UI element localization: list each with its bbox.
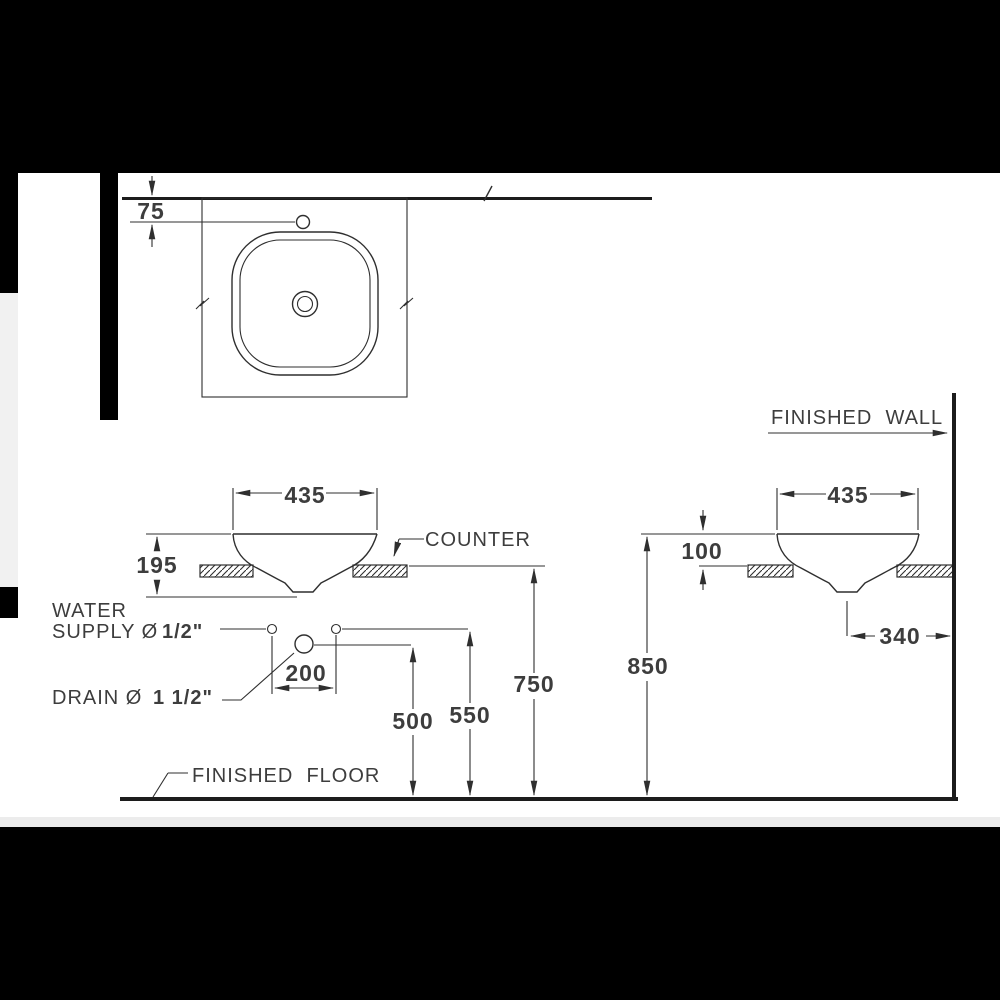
dim-faucet-offset-75: 75 xyxy=(130,176,295,247)
counter-hatch-right-a xyxy=(747,564,794,578)
finished-floor-label: FINISHED FLOOR xyxy=(192,765,380,787)
water-supply-size: 1/2" xyxy=(162,621,203,643)
water-supply-label-2: SUPPLY Ø xyxy=(52,621,158,643)
bottom-black-band xyxy=(0,827,1000,1000)
drain-label: DRAIN Ø xyxy=(52,687,142,709)
drain-leader xyxy=(222,652,295,701)
drain-hole xyxy=(294,634,314,654)
plan-view: 75 xyxy=(122,176,652,398)
leader-arrow xyxy=(393,538,402,558)
counter-label-group: COUNTER xyxy=(393,529,531,558)
counter-hatch-left-a xyxy=(199,564,254,578)
dim-value-75: 75 xyxy=(137,198,165,224)
dim-value-750: 750 xyxy=(513,671,554,697)
dim-value-100: 100 xyxy=(681,538,722,564)
finished-wall-group: FINISHED WALL xyxy=(768,407,949,437)
drain-size: 1 1/2" xyxy=(153,687,213,709)
left-strip-inset[interactable] xyxy=(0,293,18,587)
supply-hole-left xyxy=(266,623,278,635)
dim-value-195: 195 xyxy=(136,552,177,578)
plan-counter-outline xyxy=(201,197,408,398)
dim-value-200: 200 xyxy=(285,660,326,686)
dim-rim-above-counter-100: 100 xyxy=(681,510,722,590)
dim-rim-height-850: 850 xyxy=(627,533,775,797)
plan-basin-inner xyxy=(239,239,371,368)
rough-in-points xyxy=(220,623,468,701)
finished-wall-label: FINISHED WALL xyxy=(771,407,943,429)
basin-bowl-left xyxy=(232,533,378,593)
plan-faucet-hole xyxy=(295,214,311,230)
dim-counter-height-750: 750 xyxy=(513,567,554,797)
dim-value-500: 500 xyxy=(392,708,433,734)
bottom-divider xyxy=(0,817,1000,827)
elevation-right: FINISHED WALL 435 100 xyxy=(627,393,956,801)
dim-drain-height-500: 500 xyxy=(392,646,433,797)
dim-supply-spacing-200: 200 xyxy=(271,635,337,694)
basin-bowl-right xyxy=(776,533,920,593)
dim-basin-width-right-435: 435 xyxy=(776,482,919,530)
supply-hole-right xyxy=(330,623,342,635)
dim-basin-height-195: 195 xyxy=(136,533,297,598)
dim-drain-to-wall-340: 340 xyxy=(849,623,952,649)
dim-value-550: 550 xyxy=(449,702,490,728)
dim-value-850: 850 xyxy=(627,653,668,679)
wall-line xyxy=(952,393,956,801)
elevation-left: 435 195 COUNTER xyxy=(52,482,554,798)
counter-hatch-right-b xyxy=(896,564,954,578)
wall-break-tick xyxy=(483,185,493,202)
floor-line xyxy=(120,797,958,801)
drawing-left-edge-bar xyxy=(100,173,118,420)
break-mark-right xyxy=(399,297,414,310)
counter-hatch-left-b xyxy=(352,564,408,578)
break-mark-left xyxy=(195,297,210,310)
plan-basin-outer xyxy=(231,231,379,376)
dim-value-435-right: 435 xyxy=(827,482,868,508)
dim-value-435-left: 435 xyxy=(284,482,325,508)
dim-supply-height-550: 550 xyxy=(449,630,490,797)
plan-drain-outer xyxy=(291,290,319,318)
dim-basin-width-left-435: 435 xyxy=(232,482,378,530)
plan-drain-inner xyxy=(296,295,314,313)
finished-floor-group: FINISHED FLOOR xyxy=(152,765,380,798)
dim-value-340: 340 xyxy=(879,623,920,649)
top-black-band xyxy=(0,0,1000,173)
counter-label: COUNTER xyxy=(425,529,531,551)
leader-tail xyxy=(152,772,169,798)
water-supply-label-1: WATER xyxy=(52,600,127,622)
